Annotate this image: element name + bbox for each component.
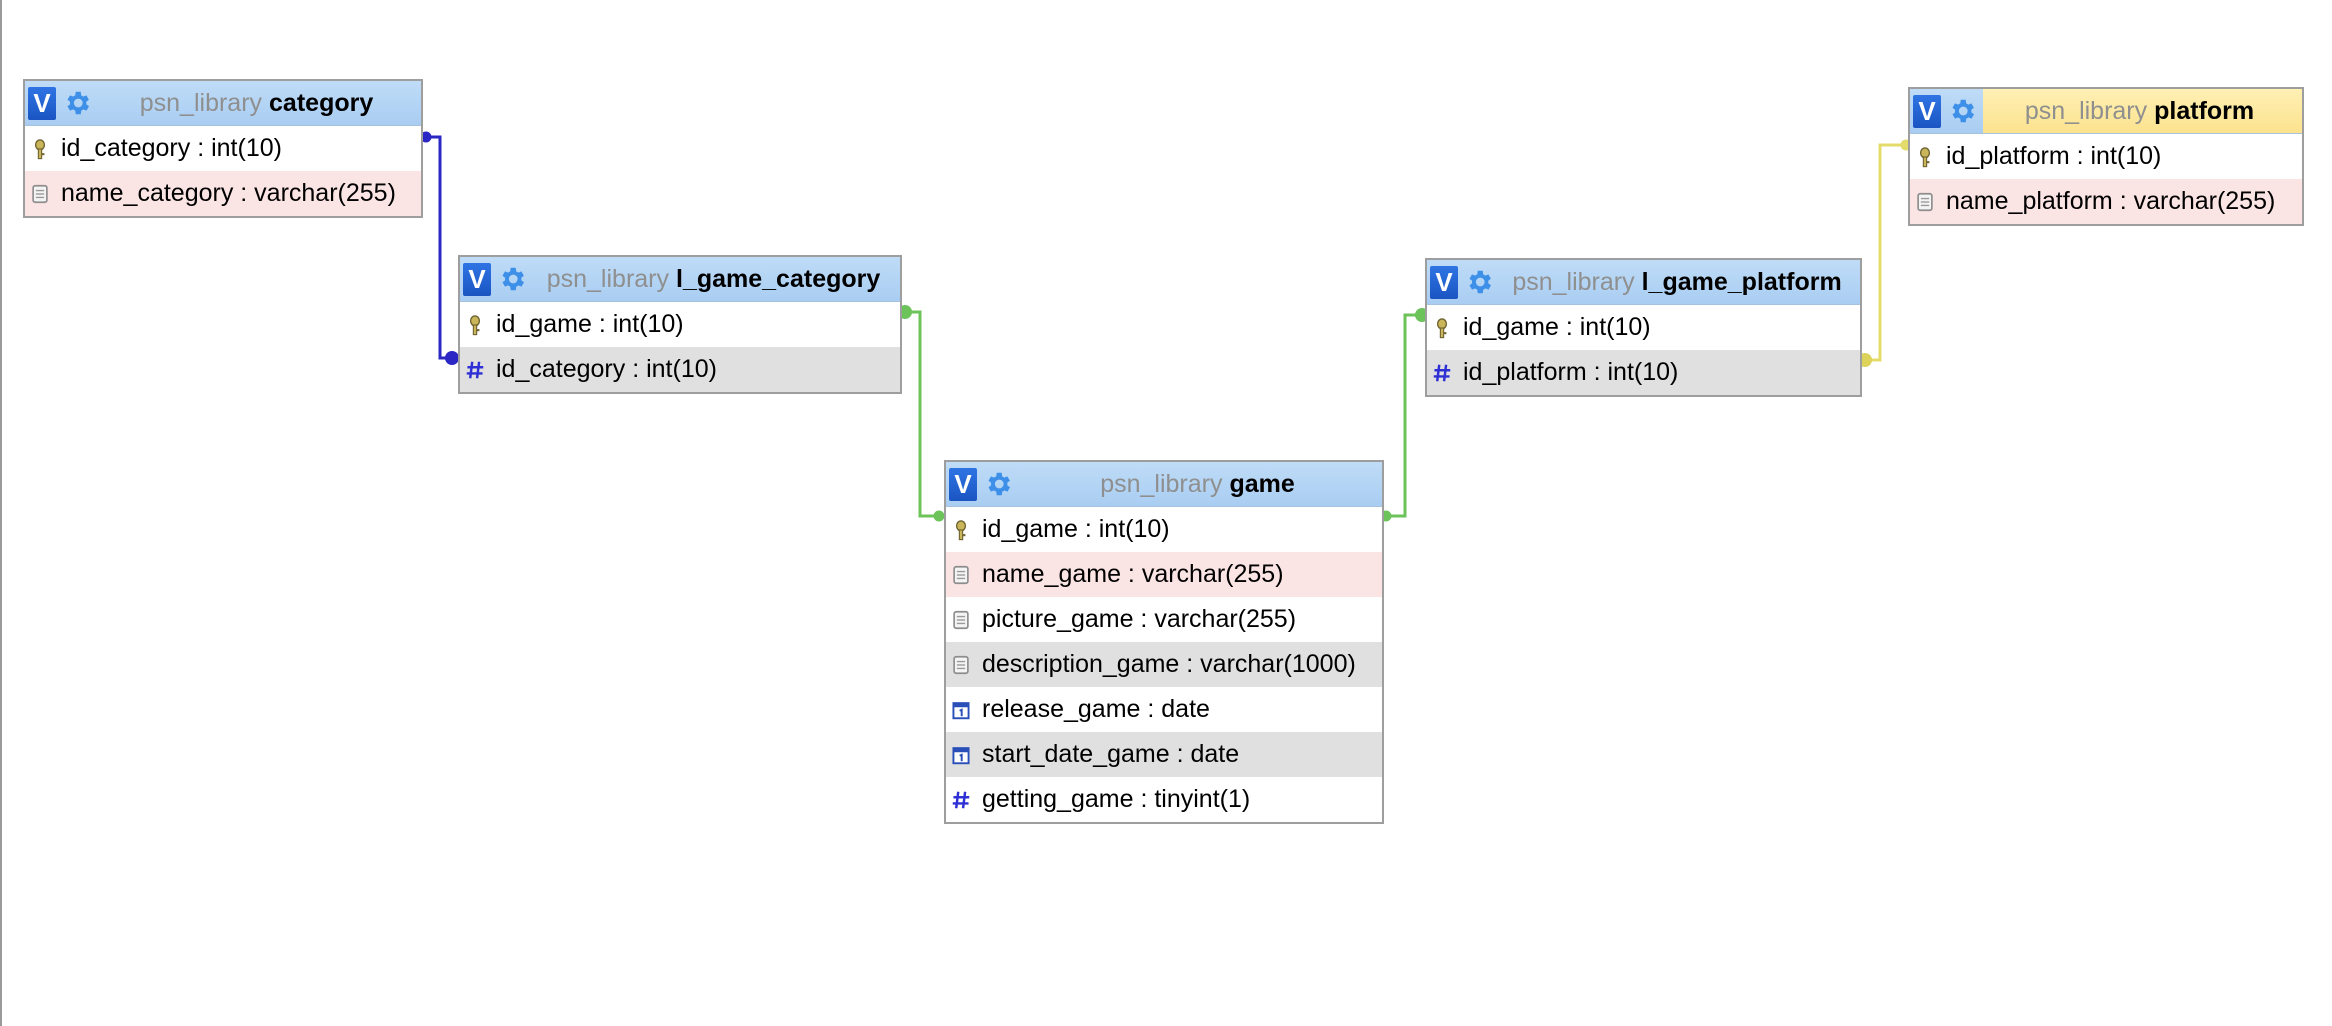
gear-icon[interactable] — [62, 88, 92, 118]
field-label: id_category : int(10) — [61, 134, 282, 162]
field-row[interactable]: name_category : varchar(255) — [25, 171, 421, 216]
field-row[interactable]: id_game : int(10) — [1427, 305, 1860, 350]
field-label: id_platform : int(10) — [1463, 358, 1679, 386]
field-label: description_game : varchar(1000) — [982, 650, 1356, 678]
gear-icon[interactable] — [983, 469, 1013, 499]
toggle-button[interactable]: V — [28, 86, 56, 120]
relation-l-game-category-game[interactable] — [898, 305, 945, 522]
field-label: name_platform : varchar(255) — [1946, 187, 2276, 215]
table-name: platform — [2154, 96, 2255, 125]
gear-icon[interactable] — [1464, 267, 1494, 297]
primary-key-icon — [955, 519, 967, 540]
table-name: l_game_category — [676, 264, 881, 293]
toggle-button[interactable]: V — [463, 262, 491, 296]
canvas-left-border — [0, 0, 2, 1026]
field-label: picture_game : varchar(255) — [982, 605, 1297, 633]
field-row[interactable]: id_platform : int(10) — [1910, 134, 2302, 179]
numeric-field-icon — [952, 791, 970, 808]
database-name: psn_library — [2024, 96, 2148, 125]
gear-icon[interactable] — [1947, 96, 1977, 126]
field-label: id_category : int(10) — [496, 355, 717, 383]
field-row[interactable]: id_category : int(10) — [25, 126, 421, 171]
primary-key-icon — [1919, 146, 1931, 167]
field-label: name_category : varchar(255) — [61, 179, 396, 207]
field-row[interactable]: id_game : int(10) — [460, 302, 900, 347]
primary-key-icon — [1436, 317, 1448, 338]
field-row[interactable]: release_game : date — [946, 687, 1382, 732]
field-row[interactable]: id_platform : int(10) — [1427, 350, 1860, 395]
field-row[interactable]: name_platform : varchar(255) — [1910, 179, 2302, 224]
field-row[interactable]: start_date_game : date — [946, 732, 1382, 777]
primary-key-icon — [34, 138, 46, 159]
numeric-field-icon — [466, 361, 484, 378]
date-field-icon — [952, 746, 970, 764]
relation-l-game-platform-game[interactable] — [1380, 308, 1429, 522]
toggle-button[interactable]: V — [949, 467, 977, 501]
text-field-icon — [32, 184, 48, 203]
primary-key-icon — [469, 314, 481, 335]
table-name: category — [269, 88, 374, 117]
field-label: id_game : int(10) — [1463, 313, 1651, 341]
field-label: id_game : int(10) — [496, 310, 684, 338]
database-name: psn_library — [546, 264, 669, 293]
field-label: start_date_game : date — [982, 740, 1240, 768]
numeric-field-icon — [1433, 364, 1451, 381]
field-row[interactable]: description_game : varchar(1000) — [946, 642, 1382, 687]
field-row[interactable]: id_game : int(10) — [946, 507, 1382, 552]
relation-category-l-game-category[interactable] — [420, 131, 459, 365]
table-name: l_game_platform — [1641, 267, 1842, 296]
field-label: getting_game : tinyint(1) — [982, 785, 1251, 813]
field-row[interactable]: id_category : int(10) — [460, 347, 900, 392]
database-name: psn_library — [139, 88, 263, 117]
database-name: psn_library — [1100, 469, 1223, 498]
text-field-icon — [953, 610, 969, 629]
toggle-button[interactable]: V — [1913, 94, 1941, 128]
field-label: name_game : varchar(255) — [982, 560, 1284, 588]
field-row[interactable]: picture_game : varchar(255) — [946, 597, 1382, 642]
text-field-icon — [953, 565, 969, 584]
date-field-icon — [952, 701, 970, 719]
field-label: release_game : date — [982, 695, 1210, 723]
field-label: id_game : int(10) — [982, 515, 1170, 543]
field-row[interactable]: name_game : varchar(255) — [946, 552, 1382, 597]
field-label: id_platform : int(10) — [1946, 142, 2162, 170]
toggle-button[interactable]: V — [1430, 265, 1458, 299]
gear-icon[interactable] — [497, 264, 527, 294]
text-field-icon — [953, 655, 969, 674]
text-field-icon — [1917, 192, 1933, 211]
database-name: psn_library — [1512, 267, 1635, 296]
relation-l-game-platform-platform[interactable] — [1858, 139, 1912, 367]
field-row[interactable]: getting_game : tinyint(1) — [946, 777, 1382, 822]
table-name: game — [1229, 469, 1295, 498]
